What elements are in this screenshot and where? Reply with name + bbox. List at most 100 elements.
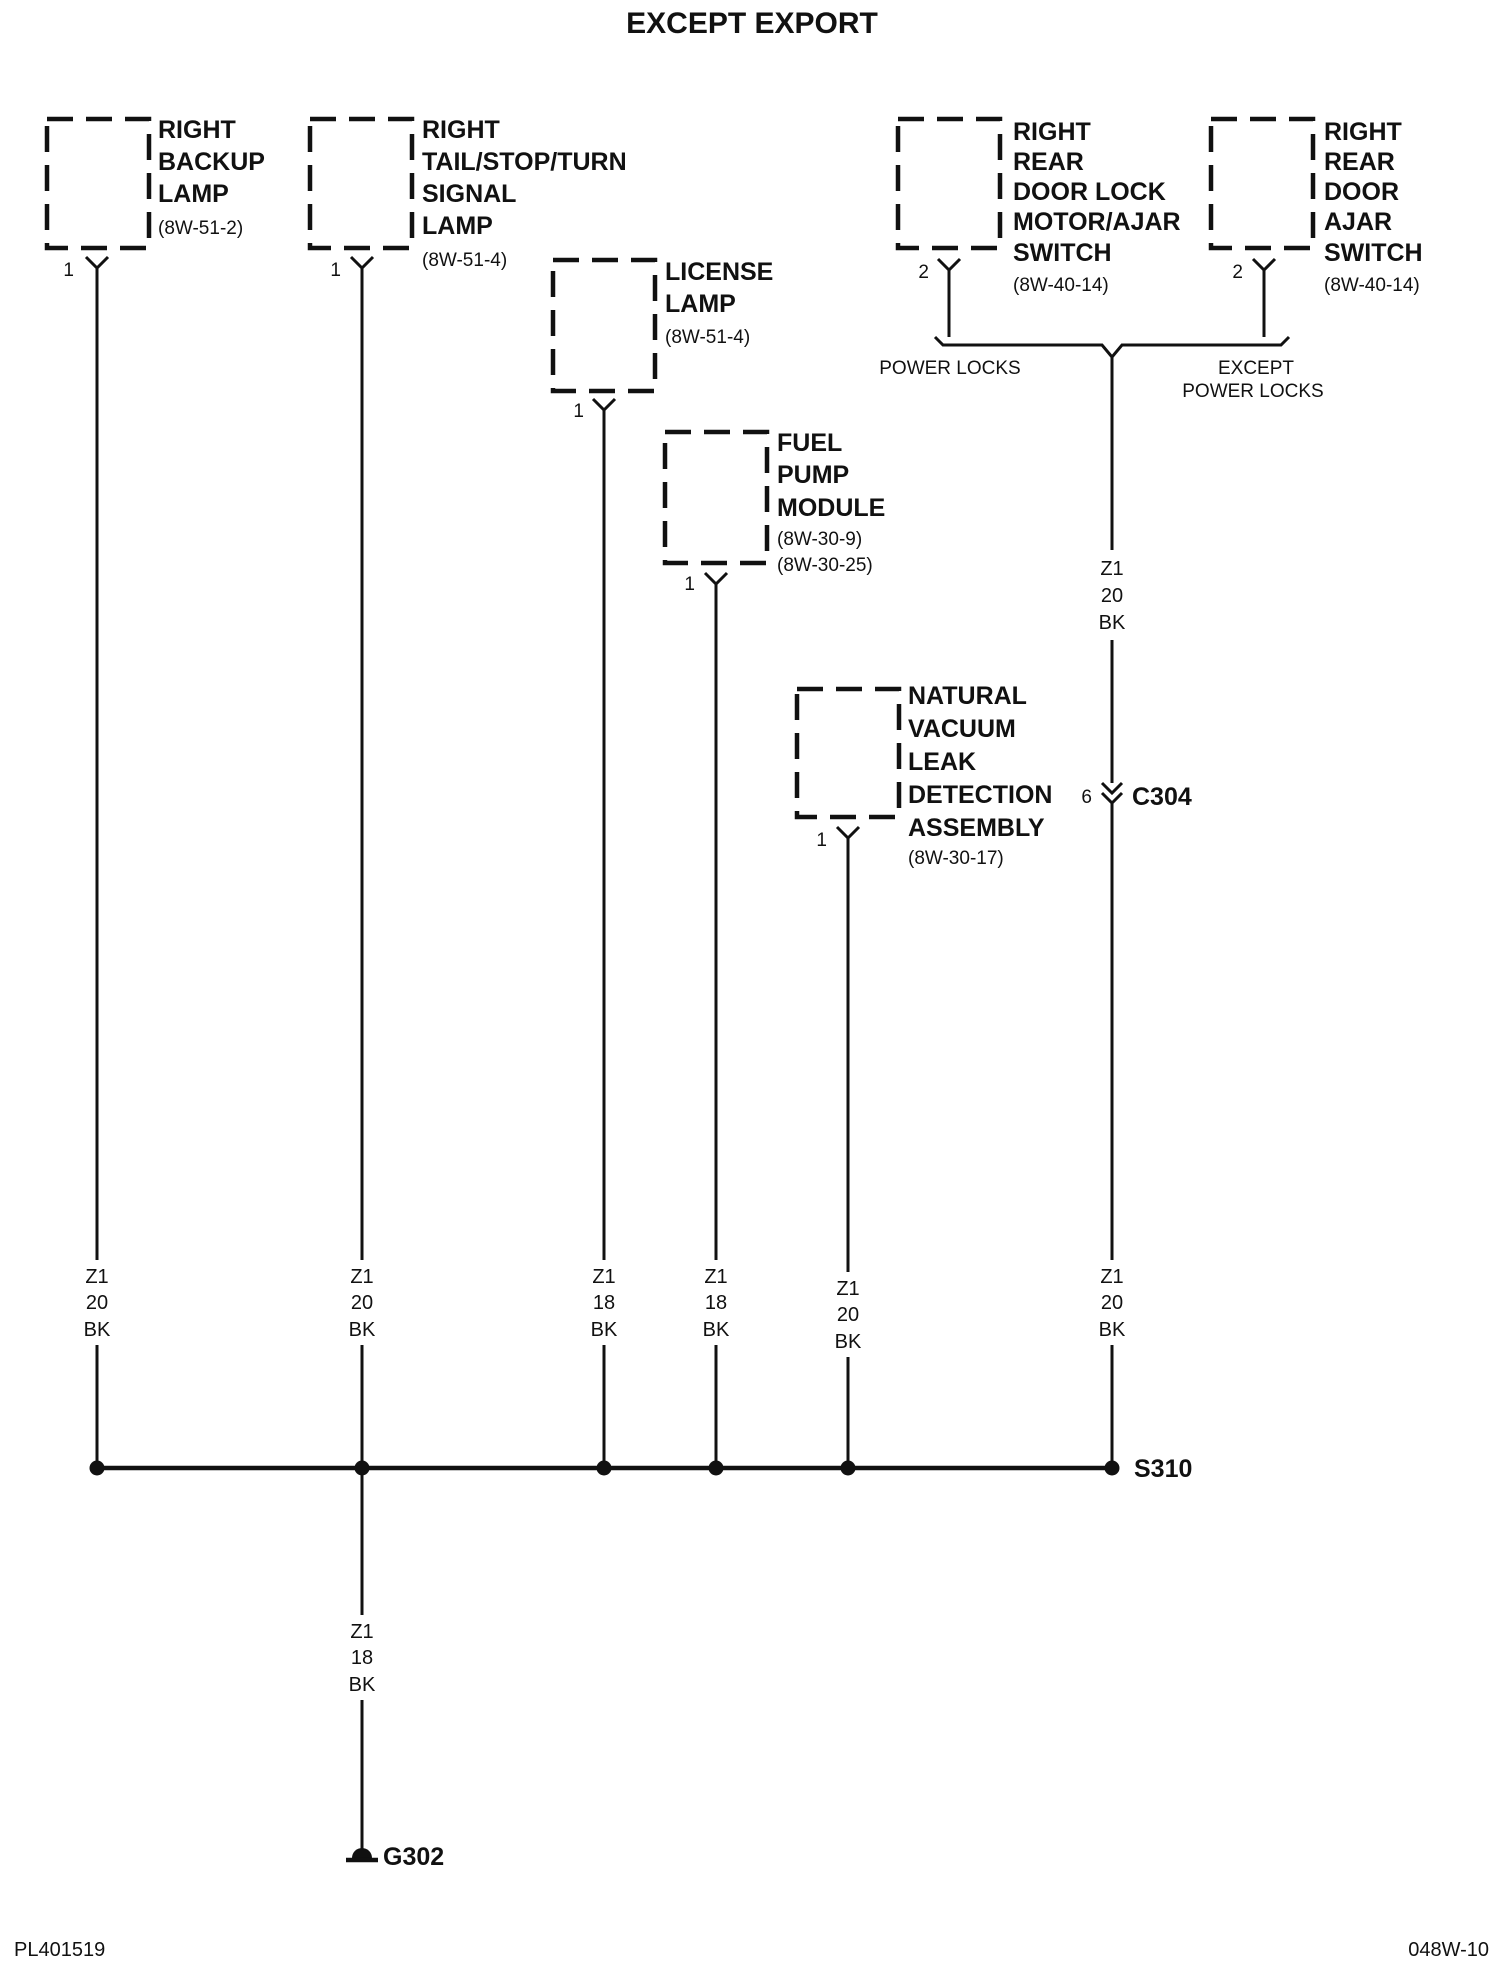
footer-figure-id: PL401519	[14, 1939, 105, 1961]
splice-node-nvld	[840, 1460, 856, 1476]
wire-nvld-circuit: Z1	[836, 1278, 859, 1300]
door-lock-label-4: MOTOR/AJAR	[1013, 208, 1181, 236]
door-ajar-terminal	[1251, 257, 1277, 273]
ground-label: G302	[383, 1843, 444, 1871]
backup-lamp-label-1: RIGHT	[158, 116, 236, 144]
backup-lamp-label-3: LAMP	[158, 180, 229, 208]
nvld-label-5: ASSEMBLY	[908, 814, 1045, 842]
door-ajar-ref: (8W-40-14)	[1324, 275, 1420, 296]
wire-fuel-circuit: Z1	[704, 1266, 727, 1288]
wire-door-upper-gauge: 20	[1101, 585, 1123, 607]
splice-node-license	[596, 1460, 612, 1476]
nvld-label-4: DETECTION	[908, 781, 1052, 809]
wire-tail: Z1 20 BK	[349, 268, 376, 1466]
nvld-label-1: NATURAL	[908, 682, 1027, 710]
license-lamp-terminal	[591, 397, 617, 413]
diagram-title: EXCEPT EXPORT	[626, 7, 878, 40]
wire-tail-circuit: Z1	[350, 1266, 373, 1288]
backup-lamp-terminal	[84, 255, 110, 271]
door-lock-pin: 2	[918, 262, 929, 283]
tail-lamp-ref: (8W-51-4)	[422, 250, 507, 271]
fuel-pump-label-3: MODULE	[777, 494, 885, 522]
splice-node-backup	[89, 1460, 105, 1476]
wire-ground-circuit: Z1	[350, 1621, 373, 1643]
door-lock-terminal	[936, 257, 962, 273]
fuel-pump-pin: 1	[684, 574, 695, 595]
wire-license-circuit: Z1	[592, 1266, 615, 1288]
wire-door-lower-color: BK	[1099, 1319, 1126, 1341]
backup-lamp-label-2: BACKUP	[158, 148, 265, 176]
nvld-terminal	[835, 825, 861, 841]
wire-door: Z1 20 BK 6 C304 Z1 20 BK	[1081, 357, 1192, 1466]
option-brace	[933, 335, 1291, 360]
right-rear-door-lock-motor-ajar-switch: RIGHT REAR DOOR LOCK MOTOR/AJAR SWITCH (…	[895, 116, 1181, 296]
option-selector: POWER LOCKS EXCEPT POWER LOCKS	[879, 270, 1324, 402]
backup-lamp-ref: (8W-51-2)	[158, 218, 243, 239]
wire-backup: Z1 20 BK	[84, 268, 111, 1466]
wire-door-upper-circuit: Z1	[1100, 558, 1123, 580]
wire-tail-gauge: 20	[351, 1292, 373, 1314]
door-ajar-label-1: RIGHT	[1324, 118, 1402, 146]
fuel-pump-ref-2: (8W-30-25)	[777, 555, 873, 576]
right-backup-lamp: RIGHT BACKUP LAMP (8W-51-2) 1	[44, 116, 265, 281]
nvld-label-2: VACUUM	[908, 715, 1016, 743]
door-lock-box	[895, 116, 1003, 251]
license-lamp: LICENSE LAMP (8W-51-4) 1	[550, 257, 773, 422]
nvld-assembly: NATURAL VACUUM LEAK DETECTION ASSEMBLY (…	[794, 682, 1052, 869]
tail-lamp-label-2: TAIL/STOP/TURN	[422, 148, 627, 176]
power-locks-label: POWER LOCKS	[879, 358, 1020, 379]
wire-door-lower-circuit: Z1	[1100, 1266, 1123, 1288]
wire-nvld-gauge: 20	[837, 1304, 859, 1326]
right-rear-door-ajar-switch: RIGHT REAR DOOR AJAR SWITCH (8W-40-14) 2	[1208, 116, 1423, 296]
fuel-pump-label-1: FUEL	[777, 429, 842, 457]
backup-lamp-pin: 1	[63, 260, 74, 281]
door-lock-label-3: DOOR LOCK	[1013, 178, 1166, 206]
wire-license: Z1 18 BK	[591, 410, 618, 1466]
fuel-pump-box	[662, 429, 770, 566]
door-ajar-label-3: DOOR	[1324, 178, 1399, 206]
door-ajar-label-5: SWITCH	[1324, 239, 1423, 267]
door-lock-ref: (8W-40-14)	[1013, 275, 1109, 296]
fuel-pump-terminal	[703, 571, 729, 587]
c304-pin: 6	[1081, 787, 1092, 808]
door-lock-label-2: REAR	[1013, 148, 1084, 176]
c304-label: C304	[1132, 783, 1192, 811]
except-power-locks-label-1: EXCEPT	[1218, 358, 1294, 379]
nvld-pin: 1	[816, 830, 827, 851]
license-lamp-pin: 1	[573, 401, 584, 422]
wire-door-lower-gauge: 20	[1101, 1292, 1123, 1314]
fuel-pump-ref-1: (8W-30-9)	[777, 529, 862, 550]
c304-connector-symbol	[1100, 781, 1124, 806]
tail-lamp-label-1: RIGHT	[422, 116, 500, 144]
license-lamp-ref: (8W-51-4)	[665, 327, 750, 348]
nvld-label-3: LEAK	[908, 748, 976, 776]
footer-page-id: 048W-10	[1408, 1939, 1489, 1961]
splice-s310: S310	[89, 1455, 1192, 1483]
wire-backup-circuit: Z1	[85, 1266, 108, 1288]
fuel-pump-module: FUEL PUMP MODULE (8W-30-9) (8W-30-25) 1	[662, 429, 885, 595]
wire-backup-color: BK	[84, 1319, 111, 1341]
right-tail-stop-turn-lamp: RIGHT TAIL/STOP/TURN SIGNAL LAMP (8W-51-…	[307, 116, 627, 281]
wire-license-gauge: 18	[593, 1292, 615, 1314]
wire-nvld: Z1 20 BK	[835, 838, 862, 1466]
wire-ground-color: BK	[349, 1674, 376, 1696]
wire-fuel-gauge: 18	[705, 1292, 727, 1314]
splice-node-fuel	[708, 1460, 724, 1476]
license-lamp-box	[550, 257, 658, 394]
wire-license-color: BK	[591, 1319, 618, 1341]
fuel-pump-label-2: PUMP	[777, 461, 849, 489]
tail-lamp-label-3: SIGNAL	[422, 180, 516, 208]
except-power-locks-label-2: POWER LOCKS	[1182, 381, 1323, 402]
wire-backup-gauge: 20	[86, 1292, 108, 1314]
license-lamp-label-2: LAMP	[665, 290, 736, 318]
tail-lamp-terminal	[349, 255, 375, 271]
tail-lamp-label-4: LAMP	[422, 212, 493, 240]
door-lock-label-1: RIGHT	[1013, 118, 1091, 146]
wire-fuel: Z1 18 BK	[703, 584, 730, 1466]
ground-g302: Z1 18 BK G302	[346, 1468, 444, 1871]
door-ajar-pin: 2	[1232, 262, 1243, 283]
door-ajar-box	[1208, 116, 1316, 251]
door-lock-label-5: SWITCH	[1013, 239, 1112, 267]
tail-lamp-pin: 1	[330, 260, 341, 281]
